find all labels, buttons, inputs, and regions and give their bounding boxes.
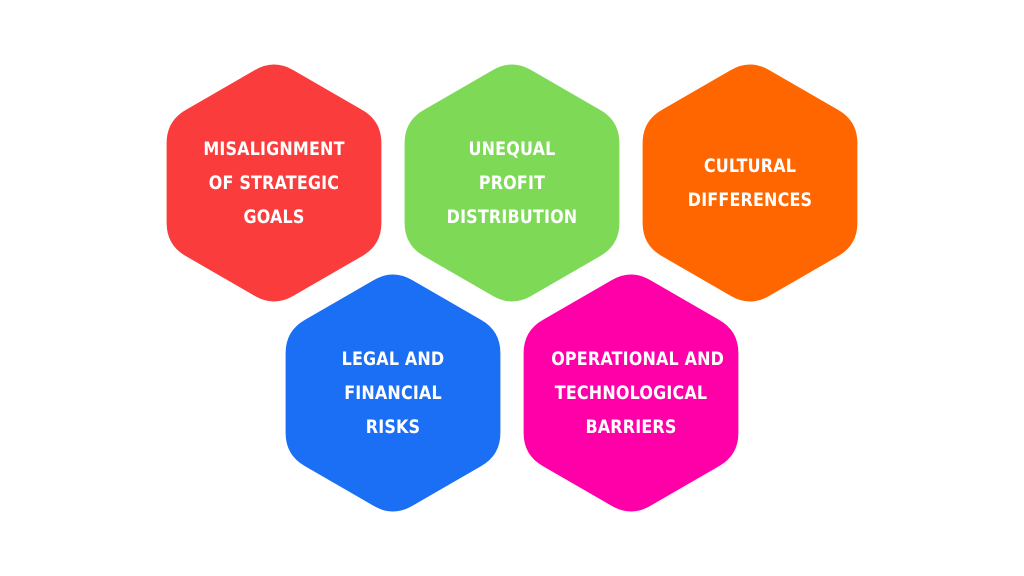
- label-line: OPERATIONAL AND: [551, 348, 725, 370]
- label-line: MISALIGNMENT: [203, 138, 345, 160]
- hexagon-operational: [523, 274, 739, 512]
- label-line: FINANCIAL: [344, 382, 442, 404]
- label-line: GOALS: [243, 206, 305, 228]
- label-line: UNEQUAL: [468, 138, 556, 160]
- label-line: LEGAL AND: [341, 348, 445, 370]
- label-line: TECHNOLOGICAL: [554, 382, 708, 404]
- label-line: OF STRATEGIC: [208, 172, 340, 194]
- label-line: CULTURAL: [703, 155, 797, 177]
- label-line: RISKS: [365, 416, 421, 438]
- hexagon-cultural: [642, 64, 858, 302]
- label-legal-financial: LEGAL AND FINANCIAL RISKS: [313, 342, 473, 444]
- label-unequal-profit: UNEQUAL PROFIT DISTRIBUTION: [432, 132, 592, 234]
- label-operational: OPERATIONAL AND TECHNOLOGICAL BARRIERS: [551, 342, 725, 444]
- label-misalignment: MISALIGNMENT OF STRATEGIC GOALS: [194, 132, 354, 234]
- hexagon-misalignment: [166, 64, 382, 302]
- label-cultural: CULTURAL DIFFERENCES: [670, 149, 830, 217]
- label-line: BARRIERS: [585, 416, 677, 438]
- hexagon-unequal-profit: [404, 64, 620, 302]
- label-line: PROFIT: [478, 172, 546, 194]
- label-line: DISTRIBUTION: [446, 206, 578, 228]
- label-line: DIFFERENCES: [687, 189, 813, 211]
- hexagon-legal-financial: [285, 274, 501, 512]
